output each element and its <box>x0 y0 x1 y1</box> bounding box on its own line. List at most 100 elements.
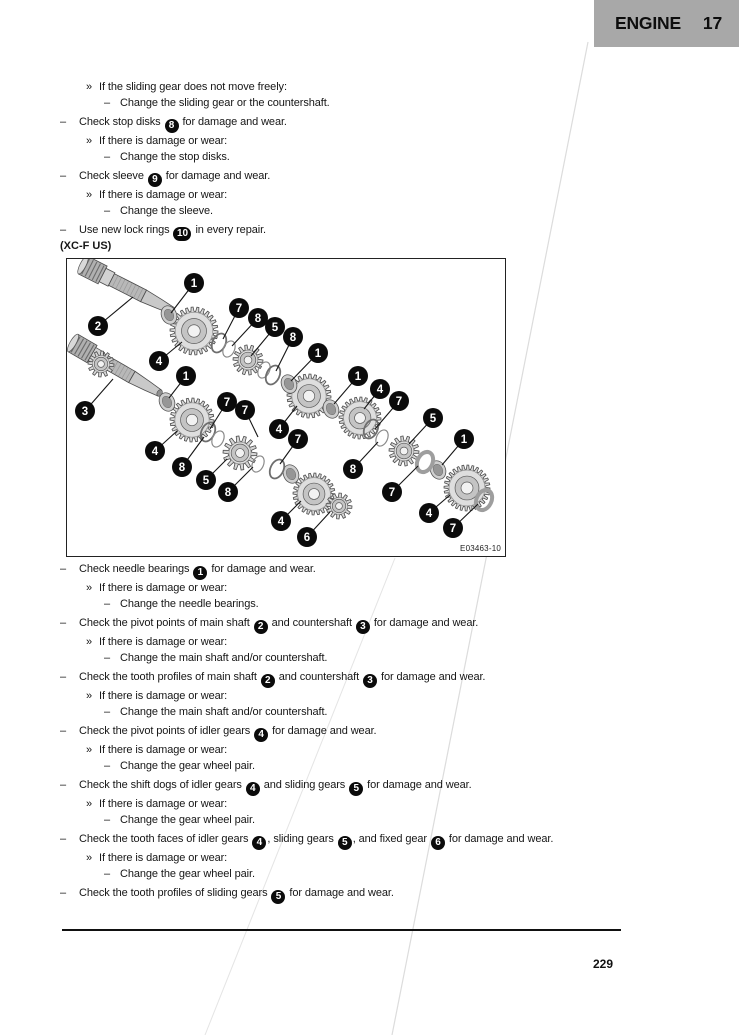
svg-text:5: 5 <box>430 413 437 425</box>
part-number-badge: 6 <box>430 836 445 850</box>
svg-text:7: 7 <box>224 397 230 409</box>
callout-badge: 7 <box>382 482 402 502</box>
lock-ring <box>222 340 236 358</box>
part-number-badge: 1 <box>193 566 208 580</box>
item-text: Change the sliding gear or the countersh… <box>120 97 330 109</box>
idler-gear <box>169 306 219 356</box>
item-text: Use new lock rings 10 in every repair. <box>79 224 266 241</box>
instruction-item: –Change the gear wheel pair. <box>60 758 720 774</box>
part-number-badge: 5 <box>349 782 364 796</box>
washer <box>473 487 495 513</box>
instruction-item: –Change the sliding gear or the counters… <box>60 95 720 111</box>
needle-bearing <box>322 399 340 419</box>
svg-text:7: 7 <box>396 396 402 408</box>
bullet-marker: – <box>60 170 67 182</box>
callout-badge: 1 <box>184 273 204 293</box>
instruction-item: »If there is damage or wear: <box>60 796 720 812</box>
callout-badge: 4 <box>370 379 390 399</box>
instructions-bottom: –Check needle bearings 1 for damage and … <box>60 558 720 904</box>
instruction-item: »If there is damage or wear: <box>60 580 720 596</box>
needle-bearing <box>429 460 447 480</box>
svg-text:7: 7 <box>450 523 456 535</box>
lock-ring <box>268 458 286 480</box>
part-number-badge: 3 <box>355 620 370 634</box>
callout-badge: 1 <box>454 429 474 449</box>
callout-badge: 7 <box>288 429 308 449</box>
svg-text:8: 8 <box>290 332 297 344</box>
item-text: Check needle bearings 1 for damage and w… <box>79 563 316 580</box>
footer-divider <box>62 929 621 931</box>
callout-badge: 7 <box>229 298 249 318</box>
bullet-marker: » <box>86 135 93 147</box>
figure-code: E03463-10 <box>460 544 501 553</box>
bullet-marker: » <box>86 798 93 810</box>
lock-ring <box>257 361 271 379</box>
sliding-gear <box>388 435 420 467</box>
svg-text:4: 4 <box>278 516 285 528</box>
lock-ring <box>375 429 389 447</box>
bullet-marker: – <box>60 116 67 128</box>
item-text: If there is damage or wear: <box>99 852 228 864</box>
item-text: If there is damage or wear: <box>99 744 228 756</box>
instruction-item: –Change the sleeve. <box>60 203 720 219</box>
svg-text:1: 1 <box>461 434 468 446</box>
instruction-item: –Change the stop disks. <box>60 149 720 165</box>
chapter-header: ENGINE 17 <box>594 0 739 47</box>
bullet-marker: – <box>60 563 67 575</box>
instruction-item: –Change the main shaft and/or countersha… <box>60 650 720 666</box>
callout-badge: 4 <box>271 511 291 531</box>
item-text: Check the tooth profiles of main shaft 2… <box>79 671 486 688</box>
callout-badge: 8 <box>248 308 268 328</box>
svg-text:7: 7 <box>236 303 242 315</box>
instruction-item: –Use new lock rings 10 in every repair. <box>60 222 720 241</box>
sliding-gear <box>87 350 115 378</box>
sliding-gear <box>325 492 353 520</box>
svg-text:7: 7 <box>389 487 395 499</box>
bullet-marker: – <box>104 760 111 772</box>
instruction-item: –Check needle bearings 1 for damage and … <box>60 561 720 580</box>
instruction-item: –Check the tooth profiles of sliding gea… <box>60 885 720 904</box>
bullet-marker: – <box>104 598 111 610</box>
svg-text:5: 5 <box>203 475 210 487</box>
item-text: Check sleeve 9 for damage and wear. <box>79 170 271 187</box>
part-number-badge: 4 <box>254 728 269 742</box>
instruction-item: »If there is damage or wear: <box>60 634 720 650</box>
callout-badge: 4 <box>145 441 165 461</box>
washer <box>414 449 436 475</box>
instruction-item: »If there is damage or wear: <box>60 742 720 758</box>
item-text: If there is damage or wear: <box>99 690 228 702</box>
bullet-marker: » <box>86 582 93 594</box>
instruction-item: –Check sleeve 9 for damage and wear. <box>60 168 720 187</box>
bullet-marker: – <box>60 224 67 236</box>
item-text: If there is damage or wear: <box>99 636 228 648</box>
page-number: 229 <box>592 957 613 971</box>
item-text: Change the main shaft and/or countershaf… <box>120 706 328 718</box>
idler-gear <box>286 373 332 419</box>
needle-bearing <box>282 464 300 484</box>
instructions-top: »If the sliding gear does not move freel… <box>60 76 720 241</box>
idler-gear <box>443 464 491 512</box>
svg-text:4: 4 <box>276 424 283 436</box>
callout-badge: 8 <box>218 482 238 502</box>
bullet-marker: » <box>86 690 93 702</box>
item-text: Check the pivot points of main shaft 2 a… <box>79 617 479 634</box>
instruction-item: »If there is damage or wear: <box>60 850 720 866</box>
svg-text:4: 4 <box>152 446 159 458</box>
svg-text:4: 4 <box>377 384 384 396</box>
part-number-badge: 4 <box>252 836 267 850</box>
main-shaft <box>77 259 176 315</box>
svg-text:4: 4 <box>156 356 163 368</box>
item-text: Change the gear wheel pair. <box>120 868 255 880</box>
callout-badge: 7 <box>389 391 409 411</box>
part-number-badge: 10 <box>173 227 192 241</box>
callout-badge: 5 <box>265 317 285 337</box>
instruction-item: »If there is damage or wear: <box>60 133 720 149</box>
svg-text:1: 1 <box>355 371 362 383</box>
lock-ring <box>264 364 282 386</box>
part-number-badge: 4 <box>245 782 260 796</box>
bullet-marker: – <box>60 887 67 899</box>
callout-badge: 1 <box>176 366 196 386</box>
callout-badge: 1 <box>308 343 328 363</box>
